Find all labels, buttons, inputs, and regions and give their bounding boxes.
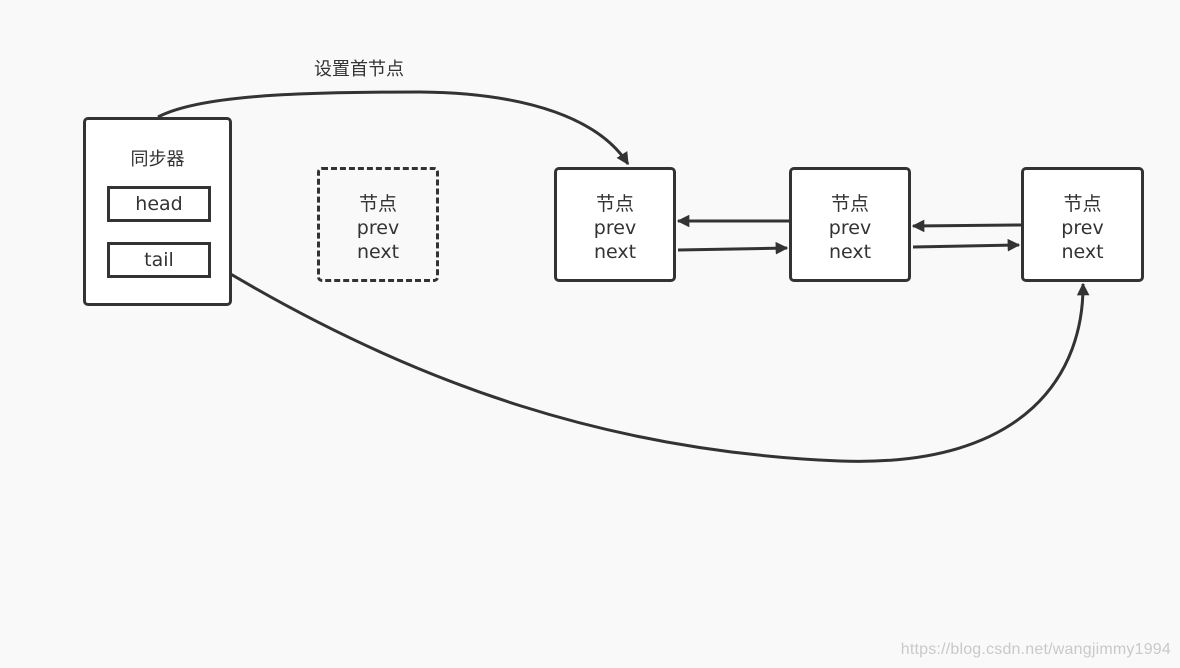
node-title: 节点: [595, 193, 634, 215]
synchronizer-box: 同步器 head tail: [83, 117, 232, 306]
node-next-field: next: [593, 241, 637, 263]
node-prev-field: prev: [1061, 217, 1104, 239]
node-prev-field: prev: [828, 217, 872, 239]
pending-node: 节点 prev next: [317, 167, 439, 282]
node-title: 节点: [830, 193, 869, 215]
queue-node-3: 节点 prev next: [1021, 167, 1144, 282]
edge-node1-next-to-node2: [677, 241, 789, 255]
edge-label-set-head: 设置首节点: [314, 59, 404, 80]
pending-node-text: 节点 prev next: [320, 192, 436, 264]
tail-field: tail: [107, 242, 211, 278]
queue-node-1-text: 节点 prev next: [557, 192, 673, 264]
edge-tail-to-last-node: [208, 259, 1090, 463]
node-title: 节点: [1063, 193, 1102, 215]
head-field: head: [107, 186, 211, 222]
node-title: 节点: [358, 193, 397, 215]
node-prev-field: prev: [356, 217, 400, 239]
edge-node2-next-to-node3: [912, 238, 1021, 252]
queue-node-3-text: 节点 prev next: [1024, 192, 1141, 264]
queue-node-2: 节点 prev next: [789, 167, 911, 282]
node-next-field: next: [356, 241, 400, 263]
queue-node-1: 节点 prev next: [554, 167, 676, 282]
edge-head-to-first-node: [157, 90, 630, 166]
edge-node3-prev-to-node2: [911, 219, 1023, 233]
node-next-field: next: [1061, 241, 1104, 263]
queue-node-2-text: 节点 prev next: [792, 192, 908, 264]
node-next-field: next: [828, 241, 872, 263]
watermark-text: https://blog.csdn.net/wangjimmy1994: [900, 641, 1171, 658]
node-prev-field: prev: [593, 217, 637, 239]
synchronizer-title: 同步器: [130, 149, 185, 170]
